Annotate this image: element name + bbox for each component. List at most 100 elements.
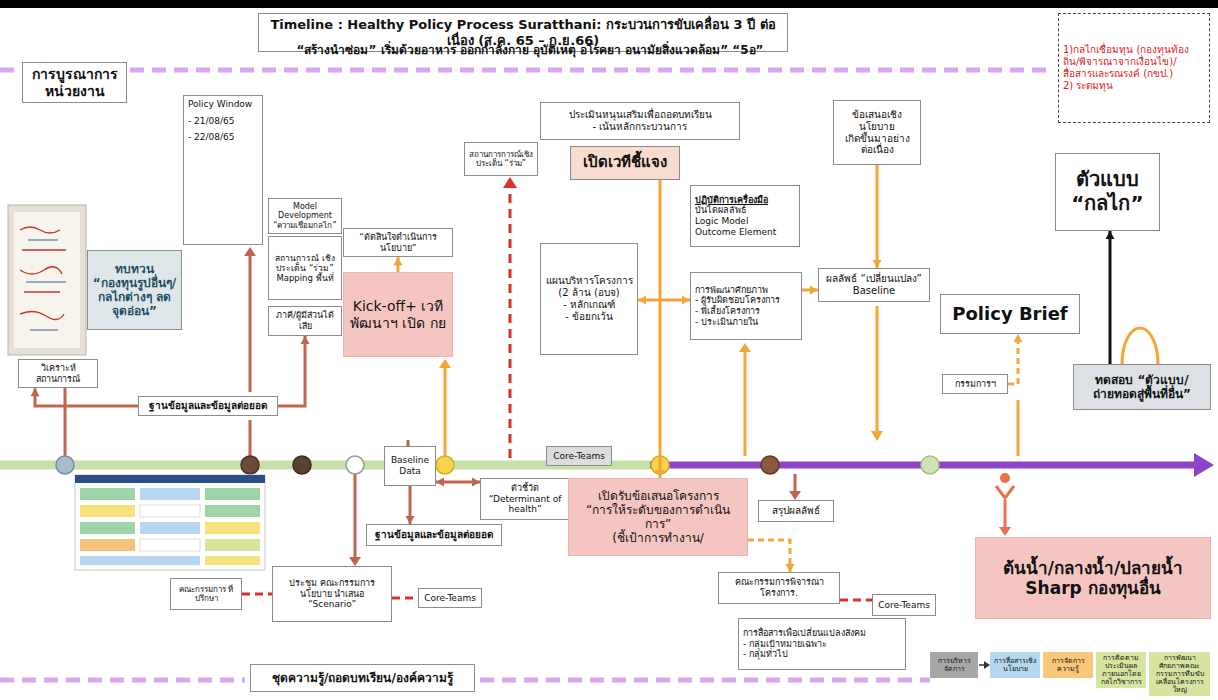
box-text: เกิดขึ้นมาอย่าง ต่อเนื่อง xyxy=(838,133,916,157)
process-box: ทบทวน “กองทุนรูปอื่นๆ/ กลไกต่างๆ ลดจุดอ่… xyxy=(87,250,182,330)
box-text: Sharp กองทุนอื่น xyxy=(980,578,1206,598)
process-box: Core-Teams xyxy=(872,594,936,616)
box-text: Baseline Data xyxy=(389,455,431,476)
connector xyxy=(873,165,882,268)
legend-swatch: การสื่อสารเชิงนโยบาย xyxy=(990,652,1040,678)
box-text: - ประเมินภายใน xyxy=(695,317,797,328)
legend-swatch: การติดตามประเมินผลภายนอกโดยกลไกวิชาการ xyxy=(1096,652,1146,688)
process-box: Kick-off+ เวทีพัฒนาฯ เปิด กย xyxy=(343,272,453,357)
arrow-head xyxy=(436,478,444,487)
process-box: Policy Window- 21/08/65- 22/08/65 xyxy=(183,95,263,245)
process-box: “ตัดสินใจดำเนินการนโยบาย” xyxy=(343,228,453,257)
box-text: คณะกรรมการพิจารณา โครงการ. xyxy=(723,577,835,598)
process-box: ทดสอบ “ตัวแบบ/ ถ่ายทอดสู่พื้นที่อื่น” xyxy=(1073,364,1211,410)
person-icon xyxy=(996,473,1014,498)
box-text: ภาคี/ผู้มีส่วนได้ เสีย xyxy=(273,310,337,331)
box-text: ฐานข้อมูลและข้อมูลต่อยอด xyxy=(371,529,497,541)
process-box: Model Development “ความเชื่อมกลไก” xyxy=(268,198,342,234)
connector xyxy=(31,388,139,406)
process-box: 1)กลไกเชื่อมทุน (กองทุนท้องถิ่น/พิจารณาจ… xyxy=(1058,13,1210,123)
arrow-head xyxy=(1014,334,1023,342)
connector xyxy=(406,486,415,524)
connector-line xyxy=(840,599,872,602)
legend-text: การจัดการความรู้ xyxy=(1045,657,1091,673)
process-box: ผลลัพธ์ “เปลี่ยนแปลง”Baseline xyxy=(818,268,930,302)
box-text: ตัวชี้วัด xyxy=(485,483,565,494)
box-text: “Determinant of health” xyxy=(485,494,565,515)
box-text: ต้นน้ำ/กลางน้ำ/ปลายน้ำ xyxy=(980,558,1206,578)
box-text: - ผู้รับผิดชอบโครงการ xyxy=(695,295,797,306)
box-text: เปิดรับข้อเสนอโครงการ xyxy=(573,489,743,503)
process-box: Policy Brief xyxy=(940,294,1080,334)
connector-line xyxy=(1109,231,1112,364)
process-box: ภาคี/ผู้มีส่วนได้ เสีย xyxy=(268,306,342,336)
process-box: การสื่อสารเพื่อเปลี่ยนแปลงสังคม- กลุ่มเป… xyxy=(738,618,906,670)
box-text: Outcome Element xyxy=(695,227,795,238)
arrow-head xyxy=(682,296,690,305)
process-box: ฐานข้อมูลและข้อมูลต่อยอด xyxy=(366,524,502,546)
connector-line xyxy=(876,165,879,268)
top-bar xyxy=(0,0,1218,8)
process-box: ฐานข้อมูลและข้อมูลต่อยอด xyxy=(138,396,278,416)
box-text: คณะกรรมการ ที่ปรึกษา xyxy=(175,585,237,604)
box-text: - กลุ่มทั่วไป xyxy=(743,649,901,660)
box-text: “ตัดสินใจดำเนินการนโยบาย” xyxy=(348,232,448,253)
box-text: Kick-off+ เวทีพัฒนาฯ เปิด กย xyxy=(348,298,448,331)
process-box: ปฏิบัติการเครื่องมือบันไดผลลัพธ์Logic Mo… xyxy=(690,185,800,247)
box-text: Policy Brief xyxy=(943,303,1077,324)
process-box: ประชุม คณะกรรมการนโยบาย นำเสนอ “Scenario… xyxy=(272,566,392,622)
box-text: - 22/08/65 xyxy=(188,132,258,143)
connector-line xyxy=(392,597,418,600)
box-text: ทบทวน “กองทุนรูปอื่นๆ/ กลไกต่างๆ ลดจุดอ่… xyxy=(92,262,177,319)
connector xyxy=(394,257,403,272)
connector-line xyxy=(659,180,662,478)
connector-line xyxy=(35,388,138,406)
box-text: สถานการการณ์เชิง ประเด็น “ร่วม” xyxy=(469,150,533,169)
arrow-head xyxy=(638,296,646,305)
arrow-head xyxy=(406,516,415,524)
connector xyxy=(656,180,665,478)
box-text: ปฏิบัติการเครื่องมือ xyxy=(695,195,795,206)
process-box: เปิดเวทีชี้แจง xyxy=(570,146,680,180)
box-text: ประชุม คณะกรรมการนโยบาย นำเสนอ “Scenario… xyxy=(277,578,387,610)
process-box: ตัวแบบ“กลไก” xyxy=(1055,153,1160,231)
connector-line xyxy=(278,336,305,406)
box-text: การพัฒนาศักยภาพ xyxy=(695,285,797,296)
process-box: Core-Teams xyxy=(546,446,612,466)
box-text: Core-Teams xyxy=(551,451,607,462)
box-text: - กลุ่มเป้าหมายเฉพาะ xyxy=(743,639,901,650)
process-box: การพัฒนาศักยภาพ- ผู้รับผิดชอบโครงการ- พี… xyxy=(690,272,802,340)
box-text: เปิดเวทีชี้แจง xyxy=(575,154,675,172)
arrow-head xyxy=(873,260,882,268)
legend-text: การบริหารจัดการ xyxy=(932,657,976,673)
box-text: การบูรณาการ หน่วยงาน xyxy=(27,66,122,99)
box-text: Core-Teams xyxy=(423,593,477,604)
legend-text: การพัฒนาศักยภาพคณะกรรมการทีมขับเคลื่อนโค… xyxy=(1151,654,1208,694)
box-text: Baseline xyxy=(823,285,925,297)
box-text: - เน้นหลักกระบวนการ xyxy=(545,121,735,133)
connector xyxy=(840,600,872,601)
box-text: - ข้อยกเว้น xyxy=(545,311,633,323)
arrow-head xyxy=(810,286,818,295)
process-box: ข้อเสนอเชิงนโยบายเกิดขึ้นมาอย่าง ต่อเนื่… xyxy=(833,100,921,165)
arrow-head xyxy=(31,388,40,396)
box-text: - พี่เลี้ยงโครงการ xyxy=(695,306,797,317)
band-lines xyxy=(0,70,1050,680)
process-box: การบูรณาการ หน่วยงาน xyxy=(22,62,127,103)
box-text: ผลลัพธ์ “เปลี่ยนแปลง” xyxy=(823,273,925,285)
connector xyxy=(638,296,690,305)
connector-line xyxy=(242,593,272,596)
box-text: 2) ระดมทุน xyxy=(1063,80,1205,92)
process-box: แผนบริหารโครงการ(2 ล้าน (อบจ)- หลักเกณฑ์… xyxy=(540,243,638,355)
connector xyxy=(436,478,480,487)
box-text: ข้อเสนอเชิงนโยบาย xyxy=(838,109,916,133)
arrow-head xyxy=(301,336,310,344)
process-box: ประเมินหนุนเสริมเพื่อถอดบทเรียน- เน้นหลั… xyxy=(540,102,740,140)
box-text: ฐานข้อมูลและข้อมูลต่อยอด xyxy=(143,400,273,412)
arrow-head xyxy=(1106,231,1115,239)
box-text: การสื่อสารเพื่อเปลี่ยนแปลงสังคม xyxy=(743,628,901,639)
process-box: คณะกรรมการ ที่ปรึกษา xyxy=(170,578,242,610)
connector-line xyxy=(748,540,790,572)
box-text: สรุปผลลัพธ์ xyxy=(763,505,829,517)
